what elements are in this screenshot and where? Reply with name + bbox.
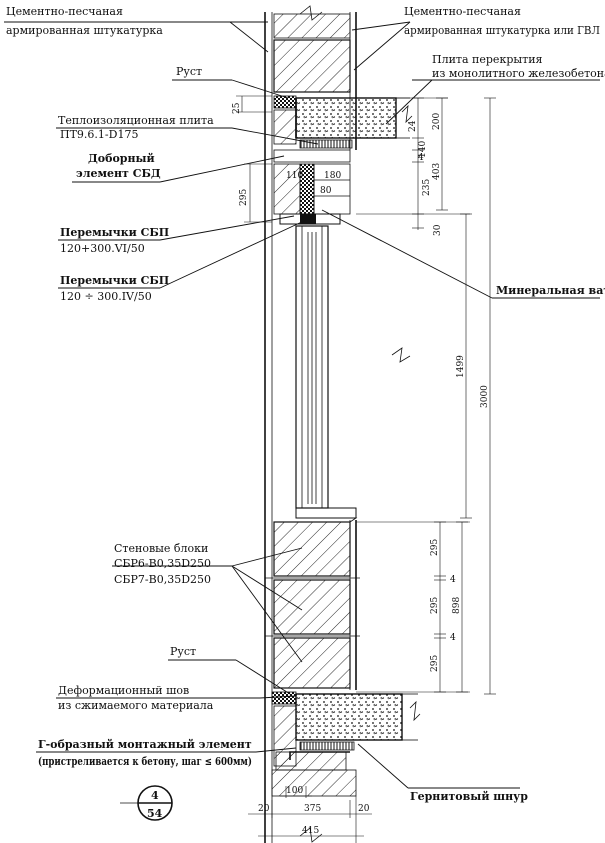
dim-180: 180: [324, 171, 341, 181]
label-lintel-a-1: Перемычки СБП: [60, 226, 169, 239]
lintel-zone: [273, 149, 351, 225]
dim-295-3: 295: [430, 655, 440, 672]
label-slab-2: из монолитного железобетона: [432, 67, 605, 80]
dim-200: 200: [432, 113, 442, 130]
label-rust-bottom: Руст: [170, 645, 196, 658]
window-opening: [295, 225, 358, 523]
dim-295-2: 295: [430, 597, 440, 614]
dim-898: 898: [452, 597, 462, 614]
dimension-texts: 25 24 200 140 4 403 235 110 180 80 295 3…: [232, 102, 490, 836]
dim-4a: 4: [418, 153, 424, 163]
label-insulation-1: Теплоизоляционная плита: [58, 114, 214, 127]
dim-110: 110: [286, 171, 303, 181]
label-plaster-left-2: армированная штукатурка: [6, 24, 163, 37]
dimension-lines: [236, 95, 496, 843]
dim-25: 25: [232, 102, 242, 114]
dim-3000: 3000: [480, 385, 490, 408]
upper-wall-block: [273, 13, 351, 93]
label-plaster-left-1: Цементно-песчаная: [6, 5, 123, 18]
dim-20-left: 20: [258, 804, 270, 814]
label-lintel-a-2: 120+300.VI/50: [60, 242, 145, 255]
dim-375: 375: [304, 804, 321, 814]
dim-4-2: 4: [450, 633, 456, 643]
label-gernit: Гернитовый шнур: [410, 790, 528, 803]
label-sbd-1: Доборный: [88, 152, 155, 165]
lower-wall-blocks: [265, 521, 360, 689]
label-sbd-2: элемент СБД: [76, 167, 161, 180]
label-joint-2: из сжимаемого материала: [58, 699, 214, 712]
dim-403: 403: [432, 163, 442, 180]
label-wall-blocks-1: Стеновые блоки: [114, 542, 208, 555]
label-rust-top: Руст: [176, 65, 202, 78]
label-mount-2: (пристреливается к бетону, шаг ≤ 600мм): [38, 755, 252, 768]
label-lintel-b-2: 120 ÷ 300.IV/50: [60, 290, 152, 303]
label-lintel-b-1: Перемычки СБП: [60, 274, 169, 287]
label-wall-blocks-2: СБР6-В0,35D250: [114, 557, 211, 570]
dim-235: 235: [422, 179, 432, 196]
label-mineral-wool: Минеральная вата: [496, 284, 605, 297]
label-mount-1: Г-образный монтажный элемент: [38, 738, 252, 751]
dim-295-1: 295: [430, 539, 440, 556]
dim-80: 80: [320, 186, 332, 196]
section-marker: 4 54: [120, 785, 173, 821]
dim-30: 30: [433, 224, 443, 236]
label-plaster-right-1: Цементно-песчаная: [404, 5, 521, 18]
marker-top: 4: [151, 789, 159, 802]
leader-lines: [4, 21, 600, 789]
dim-100: 100: [286, 786, 303, 796]
label-insulation-2: ПТ9.6.1-D175: [60, 128, 138, 141]
callout-labels: Цементно-песчаная армированная штукатурк…: [6, 5, 605, 803]
label-plaster-right-2: армированная штукатурка или ГВЛ: [404, 24, 600, 37]
dim-295-top: 295: [239, 189, 249, 206]
dim-24: 24: [408, 120, 418, 132]
floor-slab-bottom: [271, 691, 421, 797]
label-joint-1: Деформационный шов: [58, 684, 189, 697]
marker-bottom: 54: [147, 807, 163, 820]
label-wall-blocks-3: СБР7-В0,35D250: [114, 573, 211, 586]
dim-140: 140: [418, 141, 428, 158]
label-slab-1: Плита перекрытия: [432, 53, 543, 66]
dim-4-1: 4: [450, 575, 456, 585]
dim-20-right: 20: [358, 804, 370, 814]
floor-slab-top: [273, 95, 413, 149]
dim-1499: 1499: [456, 355, 466, 378]
dim-415: 415: [302, 826, 319, 836]
